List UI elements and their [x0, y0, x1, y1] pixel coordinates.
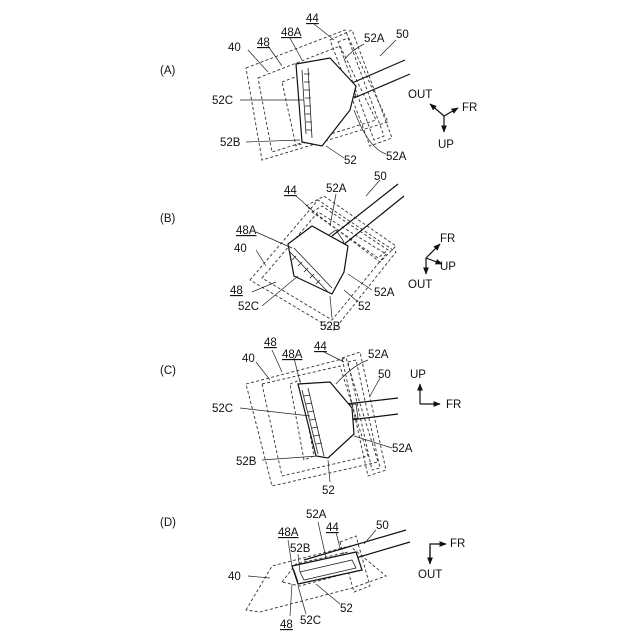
panel-b-leader-48a — [256, 232, 292, 248]
panel-c-label-52c: 52C — [212, 403, 233, 415]
panel-a-label-40: 40 — [228, 42, 241, 54]
panel-c-leader-52b — [262, 456, 318, 460]
panel-c-label-52b: 52B — [236, 456, 257, 468]
panel-c-leader-44 — [324, 352, 344, 362]
panel-d-label-52a: 52A — [306, 509, 327, 521]
panel-a-leader-40 — [248, 50, 268, 72]
panel-d-axis-glyph — [430, 544, 446, 564]
panel-a-label-52b: 52B — [220, 137, 241, 149]
panel-c-label-52a-bot: 52A — [392, 443, 413, 455]
panel-d-axis-fr: FR — [450, 538, 465, 550]
panel-b-leader-52 — [344, 290, 358, 302]
panel-a-leader-48a — [290, 38, 302, 60]
panel-d: (D) 52A 44 50 48A 52B 40 48 52C 52 FR OU… — [160, 509, 465, 631]
panel-b-tag: (B) — [160, 213, 176, 225]
panel-a-axis-glyph — [430, 104, 458, 132]
panel-a-label-52c: 52C — [212, 95, 233, 107]
panel-d-label-50: 50 — [376, 520, 389, 532]
panel-b-leader-52a-bot — [348, 274, 372, 290]
panel-d-leader-52 — [316, 584, 340, 604]
panel-d-label-52b: 52B — [290, 543, 311, 555]
panel-c-label-52: 52 — [322, 485, 335, 497]
panel-c-leader-52 — [328, 460, 330, 482]
panel-b-axis-up: UP — [440, 261, 456, 273]
panel-b-label-44: 44 — [284, 185, 297, 197]
panel-b-label-48a: 48A — [236, 225, 257, 237]
panel-a-connector-52 — [296, 58, 356, 146]
panel-b-leader-40 — [256, 250, 266, 266]
panel-c-tag: (C) — [160, 365, 176, 377]
panel-b-leader-44 — [296, 196, 312, 210]
panel-d-label-40: 40 — [228, 571, 241, 583]
panel-b-leader-52b — [330, 296, 332, 318]
panel-d-label-44: 44 — [326, 522, 339, 534]
panel-b-label-40: 40 — [234, 243, 247, 255]
panel-b-label-52: 52 — [358, 301, 371, 313]
panel-b-label-52c: 52C — [238, 301, 259, 313]
panel-c-leader-52a-bot — [354, 436, 392, 448]
panel-a-axis-fr: FR — [462, 102, 477, 114]
panel-a-label-44: 44 — [306, 13, 319, 25]
panel-c-axis-glyph — [420, 384, 440, 404]
panel-c: (C) 48 40 48A 44 52A 50 52C 52B 52 52A — [160, 337, 461, 497]
panel-b-axis-fr: FR — [440, 233, 455, 245]
panel-c-label-44: 44 — [314, 341, 327, 353]
panel-c-label-40: 40 — [242, 353, 255, 365]
panel-d-label-48a: 48A — [278, 527, 299, 539]
panel-b-leader-48 — [252, 282, 276, 292]
panel-d-axis-out: OUT — [418, 569, 442, 581]
panel-d-label-52c: 52C — [300, 615, 321, 627]
panel-d-leader-40 — [248, 576, 270, 578]
panel-a-leader-52a-top — [344, 44, 364, 60]
panel-d-label-52: 52 — [340, 603, 353, 615]
panel-b-label-50: 50 — [374, 171, 387, 183]
panel-b-label-52a-top: 52A — [326, 183, 347, 195]
panel-a-label-52a-top: 52A — [364, 33, 385, 45]
panel-d-leader-50 — [364, 530, 376, 544]
panel-c-axis-up: UP — [410, 369, 426, 381]
panel-a: (A) 40 48 48A 44 52A 50 52C — [160, 13, 477, 167]
panel-c-leader-48 — [272, 350, 282, 372]
panel-d-leader-44 — [336, 532, 340, 548]
panel-d-leader-52a — [318, 522, 326, 558]
panel-a-leader-52 — [326, 146, 344, 158]
panel-b-axis-out: OUT — [408, 279, 432, 291]
panel-c-label-52a-top: 52A — [368, 349, 389, 361]
panel-a-tag: (A) — [160, 65, 176, 77]
panel-d-tag: (D) — [160, 517, 176, 529]
panel-d-leader-48 — [290, 584, 292, 616]
panel-a-label-50: 50 — [396, 29, 409, 41]
panel-c-leader-40 — [256, 362, 270, 380]
panel-c-label-50: 50 — [378, 369, 391, 381]
panel-c-axis-fr: FR — [446, 399, 461, 411]
panel-b-label-52a-bot: 52A — [374, 287, 395, 299]
panel-a-label-48a: 48A — [281, 27, 302, 39]
panel-d-label-48: 48 — [280, 619, 293, 631]
panel-c-leader-52c — [240, 408, 310, 416]
panel-c-label-48: 48 — [264, 337, 277, 349]
panel-c-label-48a: 48A — [282, 349, 303, 361]
panel-b: (B) 44 52A 50 48A 40 48 52C 52B 52 52A — [160, 171, 456, 333]
panel-a-axis-out: OUT — [408, 89, 432, 101]
panel-a-label-52a-bot: 52A — [386, 151, 407, 163]
panel-b-leader-52c — [262, 276, 298, 306]
panel-a-label-48: 48 — [257, 37, 270, 49]
panel-c-connector-52 — [298, 382, 354, 458]
panel-a-label-52: 52 — [344, 155, 357, 167]
panel-a-leader-48 — [268, 46, 282, 66]
panel-b-label-52b: 52B — [320, 321, 341, 333]
panel-a-leader-52b — [246, 140, 300, 142]
panel-d-leader-52c — [298, 586, 306, 614]
panel-a-axis-up: UP — [438, 139, 454, 151]
panel-b-label-48: 48 — [230, 285, 243, 297]
